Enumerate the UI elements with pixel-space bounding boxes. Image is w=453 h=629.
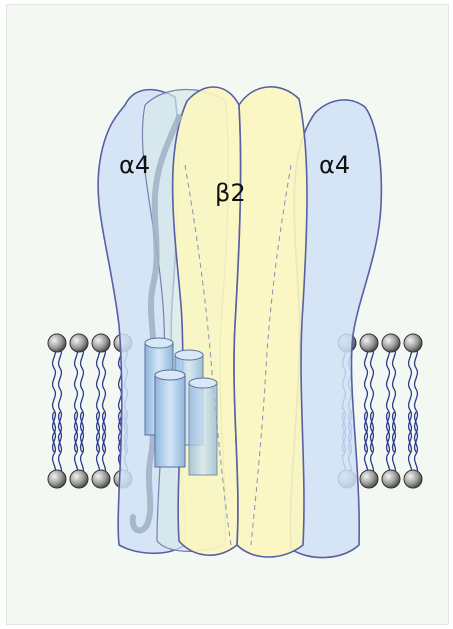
lipid-tail <box>75 347 84 475</box>
lipid-head <box>382 334 400 352</box>
receptor-diagram: α4 β2 α4 <box>7 5 449 625</box>
diagram-panel: α4 β2 α4 <box>6 4 449 625</box>
subunit-label-beta2: β2 <box>215 179 246 207</box>
helix-m3 <box>155 370 185 467</box>
lipid-head <box>382 470 400 488</box>
lipid-head <box>48 470 66 488</box>
lipid-head <box>70 334 88 352</box>
lipid-tail <box>387 347 396 475</box>
lipid-tail <box>409 347 418 475</box>
lipid-head <box>92 470 110 488</box>
lipid-head <box>360 334 378 352</box>
lipid-head <box>48 334 66 352</box>
lipid-head <box>70 470 88 488</box>
beta2-subunit-lobe-left <box>173 87 241 555</box>
lipid-head <box>92 334 110 352</box>
subunit-label-alpha4-right: α4 <box>319 151 350 179</box>
helix-m4 <box>189 378 217 475</box>
subunit-label-alpha4-left: α4 <box>119 151 150 179</box>
lipid-tail <box>97 347 106 475</box>
lipid-tail <box>365 347 374 475</box>
lipid-head <box>404 334 422 352</box>
lipid-head <box>404 470 422 488</box>
lipid-tail <box>53 347 62 475</box>
lipid-head <box>360 470 378 488</box>
beta2-subunit-lobe-right <box>234 87 307 557</box>
